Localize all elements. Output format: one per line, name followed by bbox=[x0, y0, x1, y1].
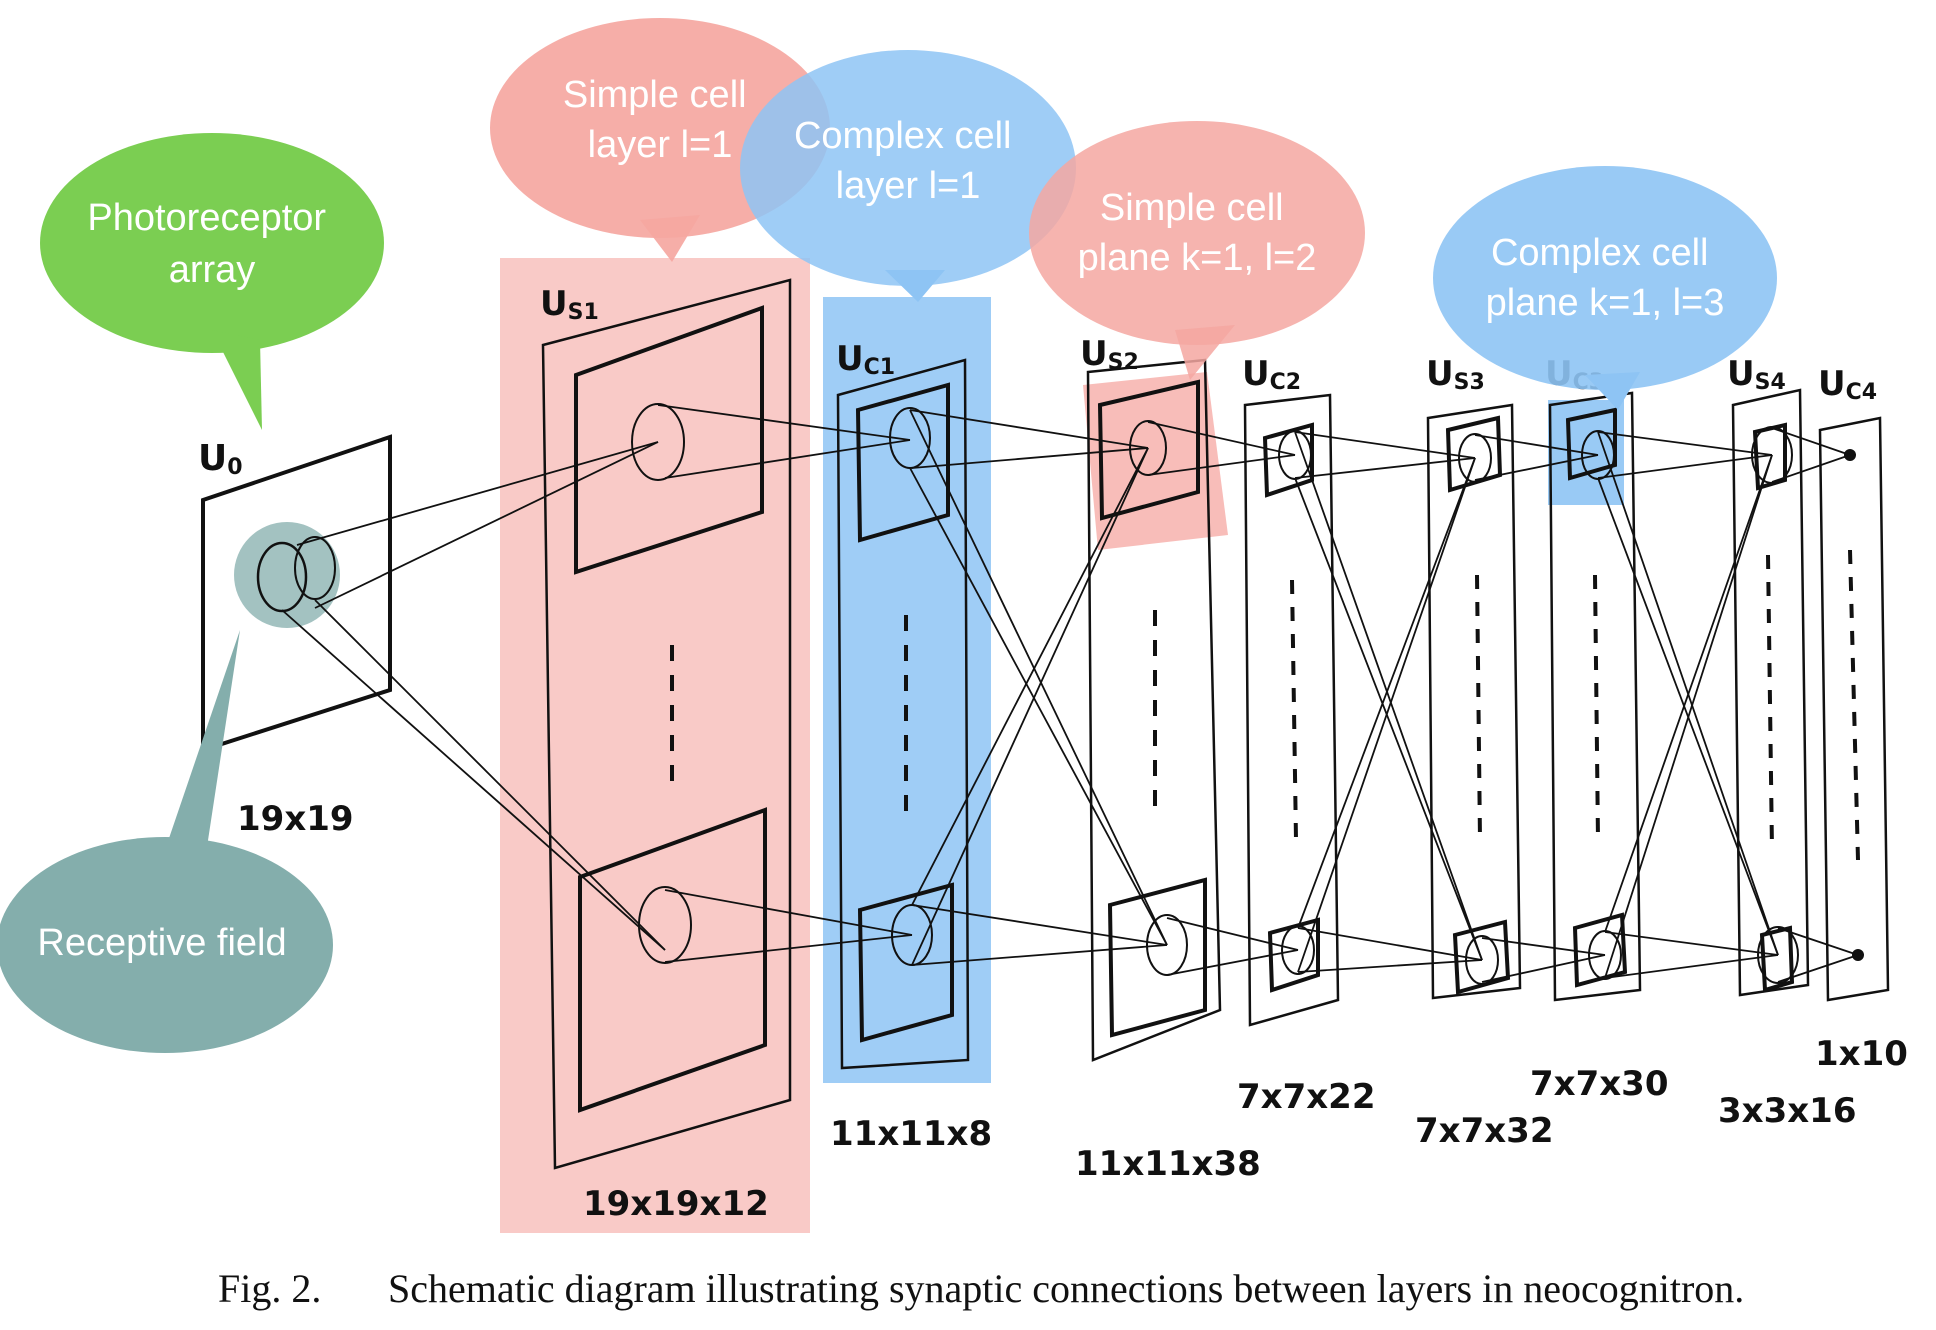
layer-label-us4: US4 bbox=[1727, 354, 1786, 395]
size-uc2: 7x7x22 bbox=[1237, 1077, 1376, 1117]
layer-label-us1: US1 bbox=[540, 284, 599, 325]
layer-us3 bbox=[1426, 403, 1522, 1000]
layer-label-u0: U0 bbox=[198, 438, 243, 480]
size-us2: 11x11x38 bbox=[1075, 1144, 1261, 1184]
layer-label-uc2: UC2 bbox=[1242, 354, 1301, 395]
layer-label-us3: US3 bbox=[1426, 354, 1485, 395]
layer-label-uc1: UC1 bbox=[836, 339, 895, 380]
callout-photoreceptor-array: Photoreceptor array bbox=[40, 133, 384, 430]
layer-uc2 bbox=[1243, 393, 1340, 1027]
svg-text:Receptive field: Receptive field bbox=[37, 922, 286, 964]
simple-cell-layer-1-highlight bbox=[500, 258, 810, 1233]
layer-us1 bbox=[541, 278, 792, 1170]
callout-receptive-field: Receptive field bbox=[0, 630, 333, 1053]
size-u0: 19x19 bbox=[237, 799, 354, 839]
callout-simple-cell-plane-l2: Simple cell plane k=1, l=2 bbox=[1029, 121, 1365, 380]
svg-text:Complex cell plane k=1,: Complex cell plane k=1, l=3 bbox=[1486, 232, 1725, 324]
layer-uc4 bbox=[1818, 416, 1890, 1002]
size-uc1: 11x11x8 bbox=[830, 1114, 992, 1154]
size-uc4: 1x10 bbox=[1815, 1034, 1908, 1074]
figure-caption: Fig. 2. Schematic diagram illustrating s… bbox=[218, 1266, 1744, 1311]
layer-us2 bbox=[1086, 358, 1222, 1062]
size-us4: 3x3x16 bbox=[1718, 1091, 1857, 1131]
receptive-field-highlight bbox=[234, 522, 340, 628]
layer-sizes: 19x19 19x19x12 11x11x8 11x11x38 7x7x22 7… bbox=[237, 799, 1908, 1224]
synaptic-connections bbox=[281, 404, 1859, 983]
caption-text: Schematic diagram illustrating synaptic … bbox=[388, 1266, 1744, 1311]
svg-text:Simple cell plane k=1, l: Simple cell plane k=1, l=2 bbox=[1078, 187, 1317, 279]
svg-text:Complex cell layer l=1: Complex cell layer l=1 bbox=[794, 115, 1022, 207]
size-us3: 7x7x32 bbox=[1415, 1111, 1554, 1151]
caption-fig-number: Fig. 2. bbox=[218, 1266, 321, 1311]
layer-label-uc4: UC4 bbox=[1818, 364, 1877, 405]
callout-complex-cell-layer-1: Complex cell layer l=1 bbox=[740, 50, 1076, 302]
svg-text:Simple cell layer l=1: Simple cell layer l=1 bbox=[563, 74, 757, 166]
size-uc3: 7x7x30 bbox=[1530, 1064, 1669, 1104]
callout-complex-cell-plane-l3: Complex cell plane k=1, l=3 bbox=[1433, 166, 1777, 410]
layer-uc3 bbox=[1548, 391, 1642, 1002]
layer-us4 bbox=[1731, 388, 1810, 997]
layer-label-us2: US2 bbox=[1080, 334, 1139, 375]
size-us1: 19x19x12 bbox=[583, 1184, 769, 1224]
layer-u0 bbox=[201, 434, 392, 753]
svg-text:Photoreceptor array: Photoreceptor array bbox=[87, 197, 336, 291]
